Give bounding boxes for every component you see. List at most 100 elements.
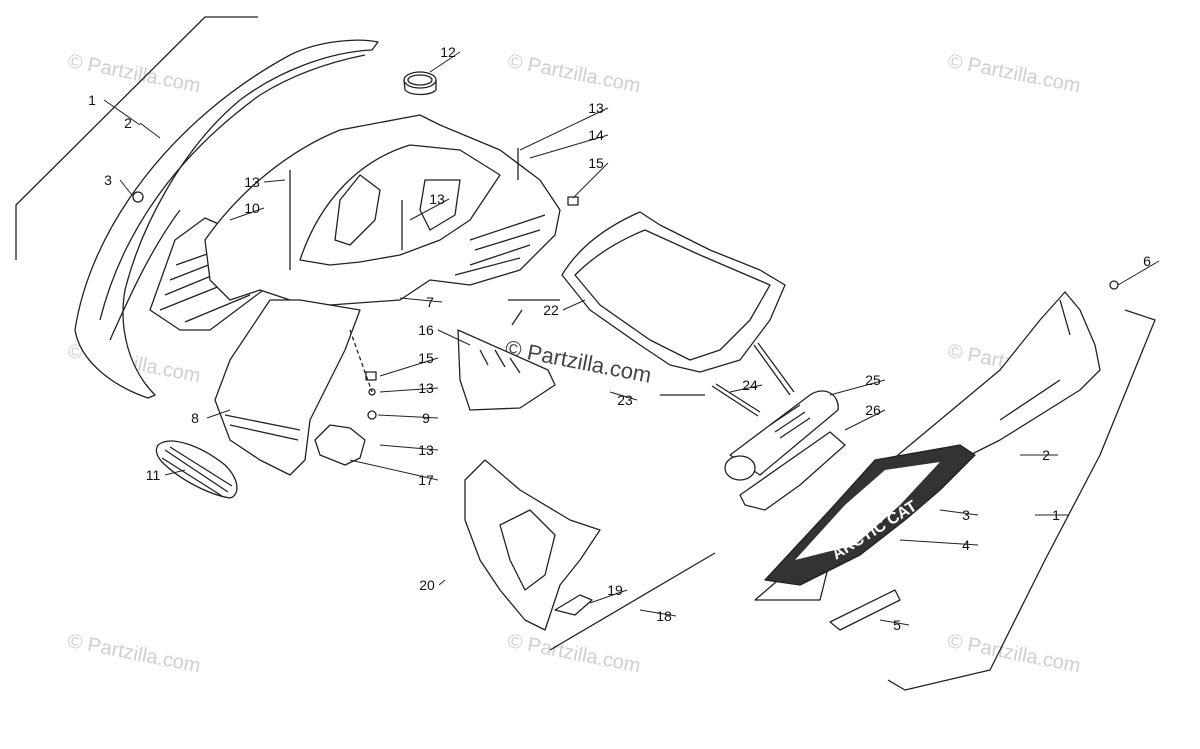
- callout-label: 1: [1052, 507, 1060, 523]
- callout-label: 18: [656, 608, 672, 624]
- callout-label: 13: [418, 442, 434, 458]
- callout-leader: [263, 179, 286, 183]
- callout-label: 17: [418, 472, 434, 488]
- upper-hood-inner: [299, 144, 501, 266]
- screw-13: [368, 388, 376, 396]
- upper-hood: [204, 114, 561, 306]
- callout-label: 25: [865, 372, 881, 388]
- callout-leader: [939, 509, 979, 516]
- callout-leader: [438, 579, 446, 586]
- callout-leader: [609, 391, 638, 401]
- callout-label: 13: [418, 380, 434, 396]
- screw-9: [367, 410, 377, 420]
- mount-bracket: [314, 424, 366, 466]
- side-clip-3: [132, 191, 144, 203]
- callout-leader: [379, 357, 439, 377]
- callout-label: 1: [88, 92, 96, 108]
- group-bracket-22: [508, 299, 705, 396]
- upper-hood-cutout: [419, 179, 461, 231]
- screw-6: [1109, 280, 1119, 290]
- side-panel-right-edge: [999, 299, 1071, 421]
- callout-leader: [519, 107, 609, 151]
- callout-label: 3: [962, 507, 970, 523]
- lower-vent: [464, 459, 601, 631]
- callout-label: 9: [422, 410, 430, 426]
- callout-leader: [429, 51, 461, 73]
- callout-leader: [377, 414, 439, 419]
- callout-leader: [1117, 260, 1160, 286]
- callout-label: 8: [191, 410, 199, 426]
- callout-leader: [529, 134, 609, 159]
- callout-leader: [139, 122, 161, 139]
- silencer-cradle: [739, 431, 846, 511]
- group-bracket-18: [549, 552, 716, 651]
- callout-label: 11: [146, 467, 161, 483]
- callout-leader: [572, 162, 609, 199]
- windshield: [457, 329, 556, 411]
- callout-label: 3: [104, 172, 112, 188]
- callout-label: 7: [426, 294, 434, 310]
- callout-leader: [164, 469, 186, 476]
- callout-leader: [379, 387, 439, 393]
- group-bracket-1: [15, 16, 258, 260]
- callout-leader: [437, 329, 471, 346]
- callout-leader: [844, 409, 886, 431]
- clip-15: [365, 371, 377, 381]
- callout-label: 15: [588, 155, 604, 171]
- callout-leader: [103, 99, 141, 126]
- callout-label: 26: [865, 402, 881, 418]
- callout-label: 13: [429, 191, 445, 207]
- callout-label: 13: [588, 100, 604, 116]
- callout-leader: [589, 589, 628, 604]
- callout-leader: [879, 619, 910, 626]
- callout-leader: [562, 299, 586, 311]
- leader: [349, 329, 373, 393]
- strap-24: [711, 342, 795, 417]
- callout-leader: [399, 297, 443, 303]
- upper-hood-stripes: [454, 214, 546, 276]
- lower-nose-stripe: [224, 414, 301, 441]
- lower-nose: [214, 299, 361, 476]
- callout-label: 2: [1042, 447, 1050, 463]
- callout-label: 20: [419, 577, 435, 593]
- callout-leader: [349, 459, 439, 481]
- callout-leader: [119, 179, 133, 196]
- side-panel-left-edge: [109, 209, 181, 341]
- callout-leader: [829, 379, 886, 396]
- callout-label: 15: [418, 350, 434, 366]
- callout-label: 10: [244, 200, 260, 216]
- callout-leader: [379, 444, 439, 451]
- callout-label: 12: [440, 44, 456, 60]
- callout-label: 5: [893, 617, 901, 633]
- upper-hood-cutout: [334, 174, 381, 246]
- callout-label: 6: [1143, 253, 1151, 269]
- decal-19: [554, 594, 593, 616]
- callout-leader: [409, 198, 450, 221]
- callout-label: 2: [124, 115, 132, 131]
- clip-15: [567, 196, 579, 206]
- intake-opening: [724, 455, 756, 481]
- callout-label: 24: [742, 377, 758, 393]
- storage-bin-rim: [574, 229, 771, 361]
- callout-label: 13: [244, 174, 260, 190]
- callout-leader: [729, 384, 763, 393]
- side-panel-left-edge: [99, 54, 366, 321]
- side-panel-left: [74, 39, 379, 399]
- callout-label: 19: [607, 582, 623, 598]
- storage-bin: [561, 211, 786, 373]
- callout-label: 14: [588, 127, 604, 143]
- decal-model-text: CTEC4: [835, 607, 870, 631]
- callout-label: 22: [543, 302, 559, 318]
- intake-mesh: [769, 404, 811, 439]
- callout-label: 4: [962, 537, 970, 553]
- group-bracket-1-right: [887, 309, 1156, 691]
- callout-leader: [899, 539, 979, 546]
- callout-label: 16: [418, 322, 434, 338]
- decal-5: [829, 589, 901, 631]
- callout-leader: [639, 609, 677, 617]
- grommet-inner: [407, 74, 433, 86]
- callout-leader: [206, 409, 231, 419]
- callout-leader: [229, 207, 265, 221]
